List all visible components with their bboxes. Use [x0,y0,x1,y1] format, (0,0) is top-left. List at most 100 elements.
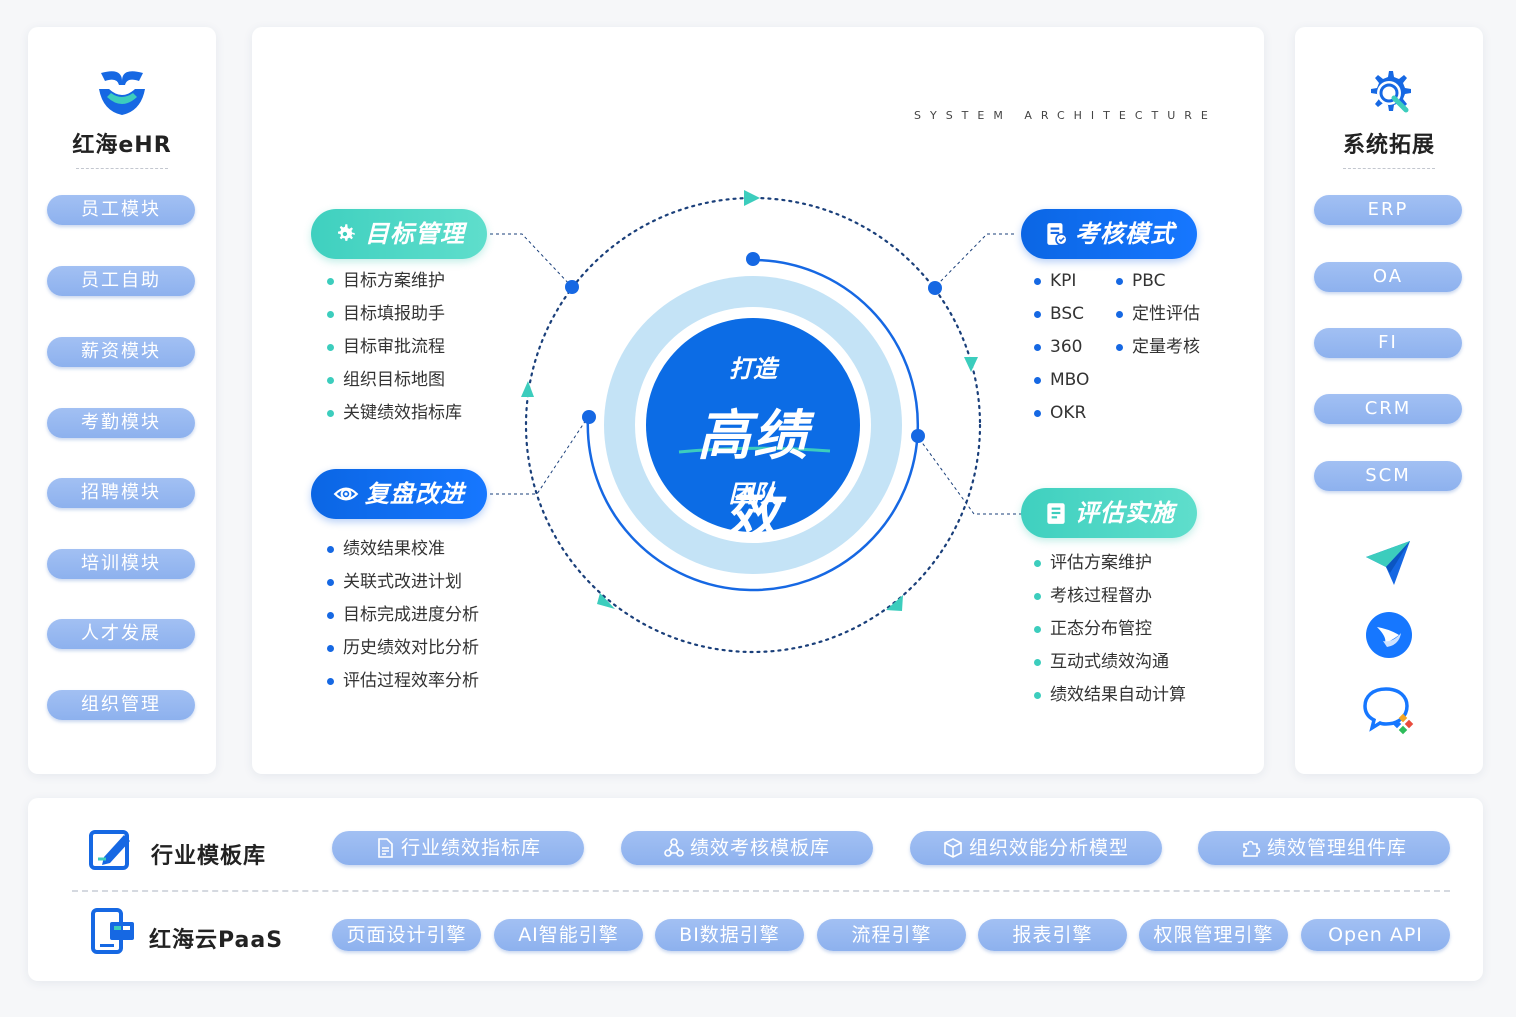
evaluation-implement-badge[interactable]: 评估实施 [1021,488,1197,538]
module-training[interactable]: 培训模块 [47,549,195,579]
goal-management-badge[interactable]: 目标管理 [311,209,487,259]
template-indicator-library[interactable]: 行业绩效指标库 [332,831,584,865]
inner-blue-arc [586,258,920,592]
extension-erp[interactable]: ERP [1314,195,1462,225]
goal-management-title: 目标管理 [365,220,465,248]
list-item: 目标方案维护 [327,265,462,298]
engine-ai[interactable]: AI智能引擎 [494,919,643,951]
ring-arrow-right [964,357,978,372]
ring-arrow-bottom-right [886,595,903,611]
template-indicator-library-label: 行业绩效指标库 [400,837,541,859]
template-org-efficiency-model[interactable]: 组织效能分析模型 [910,831,1162,865]
hr-logo-icon [99,71,145,115]
connector-goal [490,233,573,288]
list-item: 360 [1034,331,1114,364]
device-icon [91,908,134,954]
engine-workflow[interactable]: 流程引擎 [817,919,966,951]
engine-permission[interactable]: 权限管理引擎 [1139,919,1288,951]
list-item: 关键绩效指标库 [327,397,462,430]
list-item: 互动式绩效沟通 [1034,646,1186,679]
list-item: 评估过程效率分析 [327,665,479,698]
module-salary[interactable]: 薪资模块 [47,337,195,367]
feishu-icon[interactable] [1365,611,1413,659]
document-icon [1047,223,1068,246]
module-employee[interactable]: 员工模块 [47,195,195,225]
module-attendance[interactable]: 考勤模块 [47,408,195,438]
architecture-label: SYSTEM ARCHITECTURE [914,109,1217,122]
bottom-panel-platform: 行业模板库 行业绩效指标库 绩效考核模板库 组织效能分析模型 绩效管理组件库 [28,798,1483,981]
gear-wrench-icon [1371,71,1411,113]
module-self-service[interactable]: 员工自助 [47,266,195,296]
list-item: 目标填报助手 [327,298,462,331]
file-icon [378,838,393,858]
goal-management-list: 目标方案维护 目标填报助手 目标审批流程 组织目标地图 关键绩效指标库 [327,265,462,430]
left-panel-ehr: 红海eHR 员工模块 员工自助 薪资模块 考勤模块 招聘模块 培训模块 人才发展… [28,27,216,774]
connector-review [490,416,589,495]
core-diagram [490,190,1022,654]
nodes-icon [664,838,684,857]
engine-page-design[interactable]: 页面设计引擎 [332,919,481,951]
bottom-divider [72,890,1450,892]
template-component-library[interactable]: 绩效管理组件库 [1198,831,1450,865]
engine-report[interactable]: 报表引擎 [978,919,1127,951]
list-item: OKR [1034,397,1114,430]
template-assessment-library-label: 绩效考核模板库 [689,837,830,859]
engine-open-api[interactable]: Open API [1301,919,1450,951]
assessment-mode-badge[interactable]: 考核模式 [1021,209,1197,259]
extension-title: 系统拓展 [1342,133,1435,158]
paas-label: 红海云PaaS [149,928,284,953]
evaluation-implement-title: 评估实施 [1075,499,1175,527]
assessment-mode-col1: KPI BSC 360 MBO OKR [1034,265,1114,430]
list-item: 定量考核 [1116,331,1200,364]
right-panel-extensions: 系统拓展 ERP OA FI CRM SCM [1295,27,1483,774]
review-improve-title: 复盘改进 [365,480,465,508]
engine-bi-data[interactable]: BI数据引擎 [655,919,804,951]
ehr-title: 红海eHR [72,133,172,158]
core-text-line3: 团队 [729,480,777,508]
list-item: 定性评估 [1116,298,1200,331]
core-text-line1: 打造 [729,355,777,383]
assessment-mode-title: 考核模式 [1075,220,1175,248]
list-item: 目标完成进度分析 [327,599,479,632]
paper-plane-icon[interactable] [1364,539,1414,587]
extension-oa[interactable]: OA [1314,262,1462,292]
review-improve-list: 绩效结果校准 关联式改进计划 目标完成进度分析 历史绩效对比分析 评估过程效率分… [327,533,479,698]
list-item: MBO [1034,364,1114,397]
list-item: KPI [1034,265,1114,298]
extension-title-divider [1343,168,1435,169]
chat-bubble-icon[interactable] [1362,685,1416,735]
extension-scm[interactable]: SCM [1314,461,1462,491]
node-implement [911,429,925,443]
industry-template-label: 行业模板库 [151,844,267,869]
extension-crm[interactable]: CRM [1314,394,1462,424]
list-item: PBC [1116,265,1200,298]
clipboard-icon [1047,503,1065,524]
review-improve-badge[interactable]: 复盘改进 [311,469,487,519]
list-item: 绩效结果校准 [327,533,479,566]
list-item: 目标审批流程 [327,331,462,364]
node-review [582,410,596,424]
core-circle [646,318,860,532]
list-item: 评估方案维护 [1034,547,1186,580]
list-item: 绩效结果自动计算 [1034,679,1186,712]
node-top [746,252,760,266]
module-organization[interactable]: 组织管理 [47,690,195,720]
connector-implement [917,436,1022,515]
node-goal [565,280,579,294]
puzzle-icon [1243,840,1261,857]
list-item: 考核过程督办 [1034,580,1186,613]
template-assessment-library[interactable]: 绩效考核模板库 [621,831,873,865]
list-item: 正态分布管控 [1034,613,1186,646]
module-recruitment[interactable]: 招聘模块 [47,478,195,508]
eye-icon [333,487,359,501]
template-component-library-label: 绩效管理组件库 [1266,837,1407,859]
extension-fi[interactable]: FI [1314,328,1462,358]
edit-board-icon [89,830,130,870]
assessment-mode-col2: PBC 定性评估 定量考核 [1116,265,1200,364]
node-mode [928,281,942,295]
core-underline [678,446,831,454]
connector-mode [934,233,1014,288]
template-org-efficiency-model-label: 组织效能分析模型 [968,837,1129,859]
ring-arrow-bottom-left [597,593,615,609]
module-talent[interactable]: 人才发展 [47,619,195,649]
